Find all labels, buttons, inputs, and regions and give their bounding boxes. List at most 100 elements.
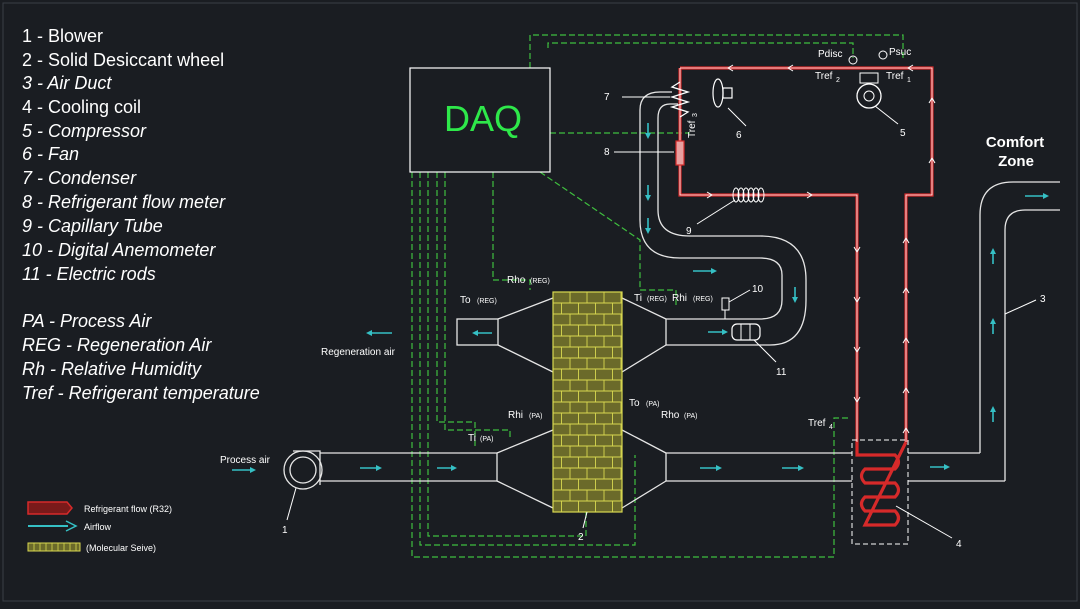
electric-rods-icon (731, 323, 761, 341)
tref-sub: 2 (836, 77, 840, 84)
callout-2: 2 (578, 532, 584, 543)
callout-6: 6 (736, 130, 742, 141)
sensor-labels: Pdisc Psuc Tref 2 Tref 1 Tref 3 Tref 4 R… (460, 47, 911, 444)
airflow-arrow (645, 185, 651, 201)
callout-7: 7 (604, 92, 610, 103)
anemometer-assembly (721, 297, 761, 341)
sensor-tag: (REG) (477, 298, 497, 305)
callout-9: 9 (686, 226, 692, 237)
airflow-arrow (472, 330, 492, 336)
flow-meter-icon (675, 140, 685, 166)
ti-pa-label: Ti (468, 433, 476, 444)
legend-item-anemometer: 10 - Digital Anemometer (22, 240, 216, 260)
pdisc-label: Pdisc (818, 49, 842, 60)
flow-chevron (907, 64, 914, 72)
airflow-arrow (645, 218, 651, 234)
tref-sub: 4 (829, 424, 833, 431)
to-pa-label: To (629, 398, 640, 409)
pressure-gauge-icon (848, 55, 858, 65)
tref-label: Tref (687, 120, 698, 138)
sensor-tag: (PA) (480, 436, 493, 443)
flow-legend: Refrigerant flow (R32) Airflow (Molecula… (27, 501, 172, 553)
flow-chevron (806, 191, 813, 199)
airflow-arrow (990, 406, 996, 422)
comfort-zone-title: Zone (998, 153, 1034, 170)
daq-box: DAQ (409, 67, 551, 173)
flow-chevron (853, 296, 861, 303)
flow-chevron (902, 387, 910, 394)
legend-item-desiccant-wheel: 2 - Solid Desiccant wheel (22, 50, 224, 70)
component-legend: 1 - Blower 2 - Solid Desiccant wheel 3 -… (22, 26, 260, 403)
abbr-process-air: PA - Process Air (22, 311, 152, 331)
tref-label: Tref (815, 71, 833, 82)
airflow-arrow (232, 467, 256, 473)
flow-chevron (853, 346, 861, 353)
ti-reg-label: Ti (634, 293, 642, 304)
condenser-coil-icon (669, 81, 691, 118)
tref-sub: 1 (907, 77, 911, 84)
legend-item-electric-rods: 11 - Electric rods (22, 264, 156, 284)
flow-chevron (902, 427, 910, 434)
callout-10: 10 (752, 284, 764, 295)
legend-item-compressor: 5 - Compressor (22, 121, 147, 141)
airflow-arrow (990, 248, 996, 264)
process-air-label: Process air (220, 455, 271, 466)
airflow-arrows (232, 123, 1049, 473)
flow-chevron (902, 237, 910, 244)
legend-refrigerant: Refrigerant flow (R32) (84, 504, 172, 514)
psuc-label: Psuc (889, 47, 911, 58)
abbr-regeneration-air: REG - Regeneration Air (22, 335, 212, 355)
pressure-gauge-icon (878, 50, 888, 60)
callout-1: 1 (282, 525, 288, 536)
legend-airflow: Airflow (84, 522, 112, 532)
airflow-arrow (366, 330, 392, 336)
compressor-icon (856, 83, 882, 109)
sensor-tag: (REG) (647, 296, 667, 303)
tref-label: Tref (808, 418, 826, 429)
callout-8: 8 (604, 147, 610, 158)
daq-wiring (411, 34, 904, 558)
condenser-assembly (669, 78, 765, 203)
rhi-pa-label: Rhi (508, 410, 523, 421)
to-reg-label: To (460, 295, 471, 306)
callout-11: 11 (776, 367, 787, 378)
legend-item-cooling-coil: 4 - Cooling coil (22, 97, 141, 117)
tref-sub: 3 (692, 113, 699, 117)
flow-chevron (787, 64, 794, 72)
flow-chevron (706, 191, 713, 199)
airflow-arrow (930, 464, 950, 470)
rho-reg-label: Rho (507, 275, 526, 286)
airflow-arrow (792, 287, 798, 303)
airflow-arrow (990, 318, 996, 334)
legend-item-condenser: 7 - Condenser (22, 168, 137, 188)
legend-item-flow-meter: 8 - Refrigerant flow meter (22, 192, 226, 212)
airflow-arrow (708, 329, 728, 335)
regeneration-duct (456, 91, 807, 373)
airflow-arrow (437, 465, 457, 471)
flow-chevron (727, 64, 734, 72)
flow-chevron (928, 157, 936, 164)
compressor-assembly (848, 50, 888, 109)
sensor-tag: (PA) (646, 401, 659, 408)
airflow-arrow (645, 123, 651, 139)
legend-item-air-duct: 3 - Air Duct (22, 73, 112, 93)
legend-item-capillary-tube: 9 - Capillary Tube (22, 216, 163, 236)
airflow-arrow (782, 465, 804, 471)
process-air-duct (283, 181, 1060, 509)
airflow-arrow-icon (65, 520, 78, 532)
rho-pa-label: Rho (661, 410, 680, 421)
flow-chevron (928, 97, 936, 104)
refrigerant-loop (678, 64, 936, 545)
flow-chevron (853, 246, 861, 253)
tref-label: Tref (886, 71, 904, 82)
desiccant-wheel (552, 291, 623, 513)
capillary-tube-icon (732, 187, 765, 203)
flow-chevron (902, 287, 910, 294)
refrigerant-arrow-icon (27, 501, 73, 515)
airflow-arrow (1025, 193, 1049, 199)
sensor-tag: (PA) (684, 413, 697, 420)
sieve-icon (27, 542, 81, 552)
comfort-zone-title: Comfort (986, 134, 1044, 151)
